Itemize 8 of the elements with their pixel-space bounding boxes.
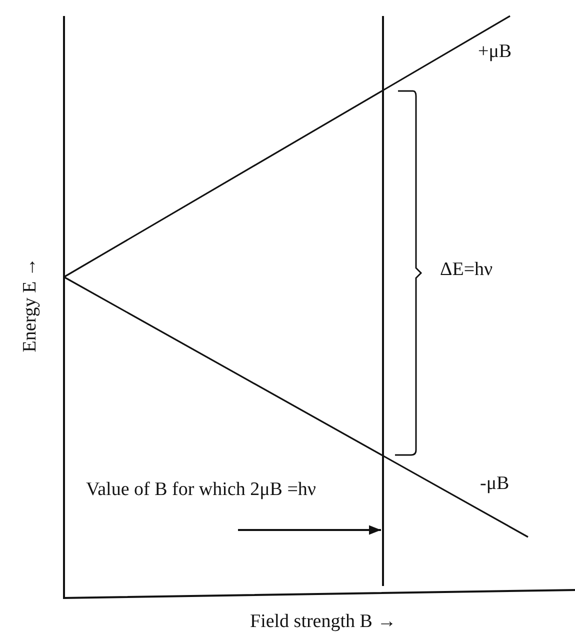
axis-title: Energy E → <box>18 258 42 352</box>
level-label: -μB <box>480 472 510 496</box>
annotation-text: Value of B for which 2μB =hν <box>86 478 338 534</box>
axis-title: Field strength B → <box>250 610 396 634</box>
vertical-line <box>382 16 384 586</box>
energy-gap-label: ΔE=hν <box>440 258 493 282</box>
arrow <box>238 525 381 535</box>
level-label: +μB <box>478 40 512 64</box>
